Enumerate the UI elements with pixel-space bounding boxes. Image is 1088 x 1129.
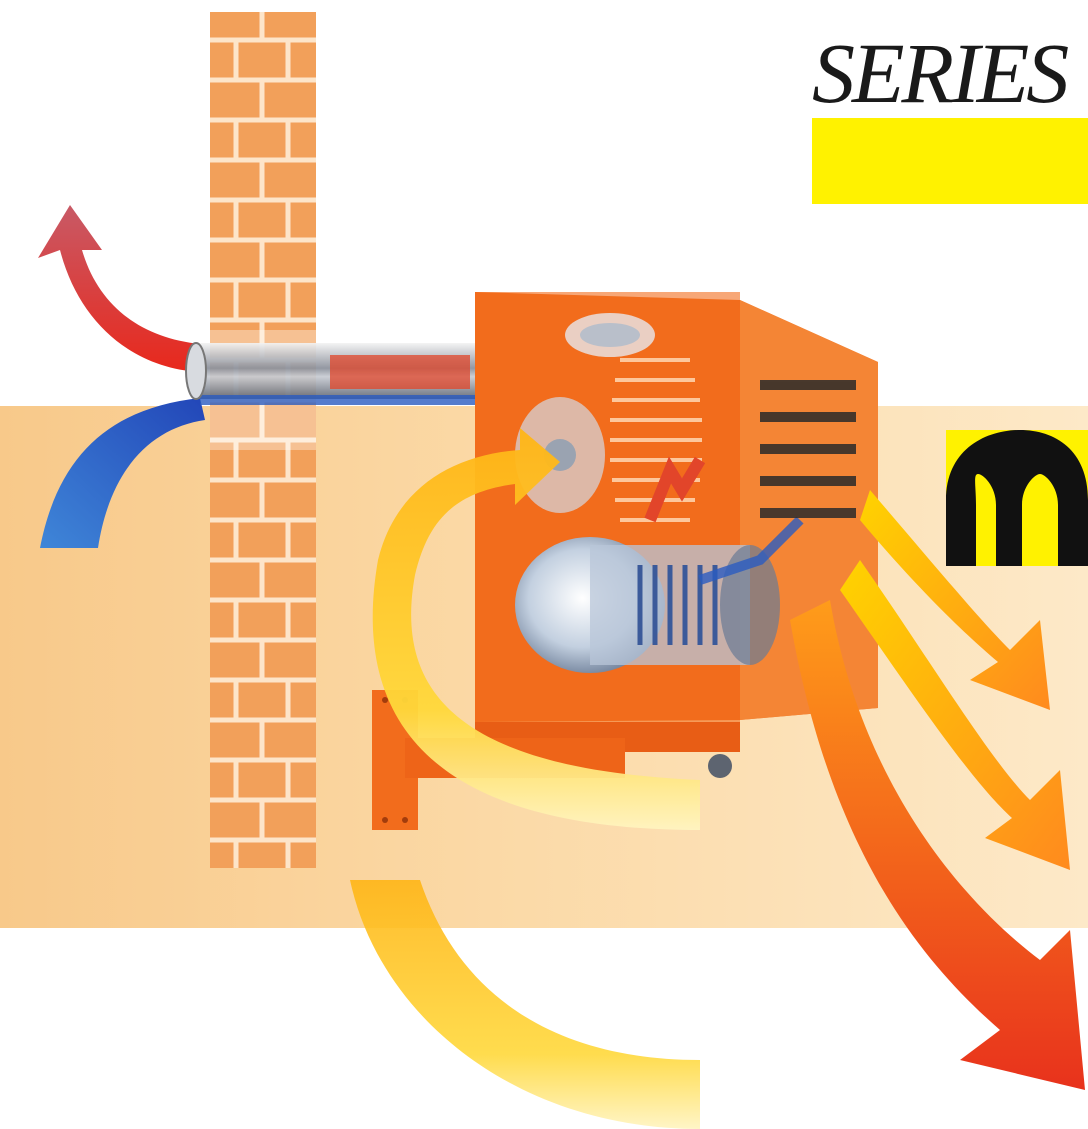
m-arch-logo-icon xyxy=(946,430,1088,566)
brick-wall xyxy=(210,12,316,868)
flue-exhaust-arrow xyxy=(38,205,200,372)
flue-pipe xyxy=(186,343,485,405)
air-intake-arrow xyxy=(40,398,205,548)
